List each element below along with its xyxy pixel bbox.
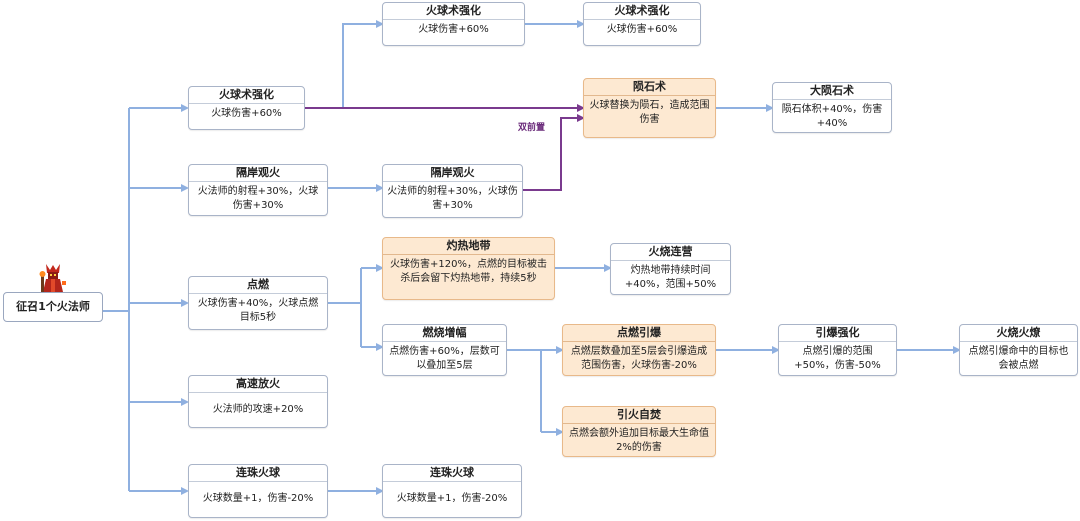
node-title: 连珠火球 <box>383 465 521 482</box>
node-ignite[interactable]: 点燃 火球伤害+40%，火球点燃目标5秒 <box>188 276 328 330</box>
node-title: 火烧连营 <box>611 244 730 261</box>
node-title: 引爆强化 <box>779 325 896 342</box>
node-body: 点燃引爆命中的目标也会被点燃 <box>968 346 1069 371</box>
node-fireball-boost-1[interactable]: 火球术强化 火球伤害+60% <box>188 86 305 130</box>
node-body: 火法师的射程+30%，火球伤害+30% <box>197 186 319 211</box>
node-title: 点燃 <box>189 277 327 294</box>
node-title: 燃烧增幅 <box>383 325 506 342</box>
node-body: 火球伤害+60% <box>211 108 282 119</box>
node-body: 火球数量+1，伤害-20% <box>202 493 314 504</box>
node-body: 灼热地带持续时间+40%，范围+50% <box>624 265 717 290</box>
node-scorching-zone[interactable]: 灼热地带 火球伤害+120%，点燃的目标被击杀后会留下灼热地带，持续5秒 <box>382 237 555 300</box>
node-chain-ignite[interactable]: 火烧火燎 点燃引爆命中的目标也会被点燃 <box>959 324 1078 376</box>
node-fire-camp[interactable]: 火烧连营 灼热地带持续时间+40%，范围+50% <box>610 243 731 295</box>
node-title: 火球术强化 <box>584 3 700 20</box>
root-label: 征召1个火法师 <box>16 300 90 313</box>
node-burn-amplify[interactable]: 燃烧增幅 点燃伤害+60%，层数可以叠加至5层 <box>382 324 507 376</box>
node-title: 隔岸观火 <box>189 165 327 182</box>
node-title: 火球术强化 <box>383 3 524 20</box>
node-title: 大陨石术 <box>773 83 891 100</box>
node-fire-watch-1[interactable]: 隔岸观火 火法师的射程+30%，火球伤害+30% <box>188 164 328 216</box>
node-body: 点燃引爆的范围+50%，伤害-50% <box>794 346 881 371</box>
node-body: 火法师的攻速+20% <box>212 404 304 415</box>
node-title: 引火自焚 <box>563 407 715 424</box>
node-body: 点燃会额外追加目标最大生命值2%的伤害 <box>569 428 709 453</box>
node-title: 隔岸观火 <box>383 165 522 182</box>
node-title: 火球术强化 <box>189 87 304 104</box>
root-node[interactable]: 征召1个火法师 <box>3 292 103 322</box>
node-body: 点燃层数叠加至5层会引爆造成范围伤害，火球伤害-20% <box>570 346 708 371</box>
node-meteor[interactable]: 陨石术 火球替换为陨石，造成范围伤害 <box>583 78 716 138</box>
node-fireball-boost-3[interactable]: 火球术强化 火球伤害+60% <box>583 2 701 46</box>
node-title: 陨石术 <box>584 79 715 96</box>
node-rapid-fire[interactable]: 高速放火 火法师的攻速+20% <box>188 375 328 428</box>
node-multishot-1[interactable]: 连珠火球 火球数量+1，伤害-20% <box>188 464 328 518</box>
node-self-immolate[interactable]: 引火自焚 点燃会额外追加目标最大生命值2%的伤害 <box>562 406 716 457</box>
node-body: 火球伤害+120%，点燃的目标被击杀后会留下灼热地带，持续5秒 <box>390 259 547 284</box>
fire-mage-icon <box>39 264 66 292</box>
node-body: 火法师的射程+30%，火球伤害+30% <box>387 186 518 211</box>
node-detonate-boost[interactable]: 引爆强化 点燃引爆的范围+50%，伤害-50% <box>778 324 897 376</box>
node-fireball-boost-2[interactable]: 火球术强化 火球伤害+60% <box>382 2 525 46</box>
node-body: 火球伤害+40%，火球点燃目标5秒 <box>197 298 319 323</box>
node-title: 高速放火 <box>189 376 327 393</box>
node-title: 点燃引爆 <box>563 325 715 342</box>
node-body: 火球伤害+60% <box>606 24 678 35</box>
node-multishot-2[interactable]: 连珠火球 火球数量+1，伤害-20% <box>382 464 522 518</box>
dual-prerequisite-label: 双前置 <box>518 123 546 133</box>
node-title: 连珠火球 <box>189 465 327 482</box>
node-title: 灼热地带 <box>383 238 554 255</box>
node-body: 点燃伤害+60%，层数可以叠加至5层 <box>389 346 500 371</box>
node-body: 火球替换为陨石，造成范围伤害 <box>589 100 710 125</box>
node-body: 火球伤害+60% <box>418 24 489 35</box>
node-fire-watch-2[interactable]: 隔岸观火 火法师的射程+30%，火球伤害+30% <box>382 164 523 218</box>
node-title: 火烧火燎 <box>960 325 1077 342</box>
node-body: 火球数量+1，伤害-20% <box>396 493 508 504</box>
link-gw2-met <box>523 117 577 191</box>
node-big-meteor[interactable]: 大陨石术 陨石体积+40%，伤害+40% <box>772 82 892 133</box>
link-fb1-fb2 <box>342 23 376 108</box>
node-ignite-detonate[interactable]: 点燃引爆 点燃层数叠加至5层会引爆造成范围伤害，火球伤害-20% <box>562 324 716 376</box>
node-body: 陨石体积+40%，伤害+40% <box>781 104 883 129</box>
